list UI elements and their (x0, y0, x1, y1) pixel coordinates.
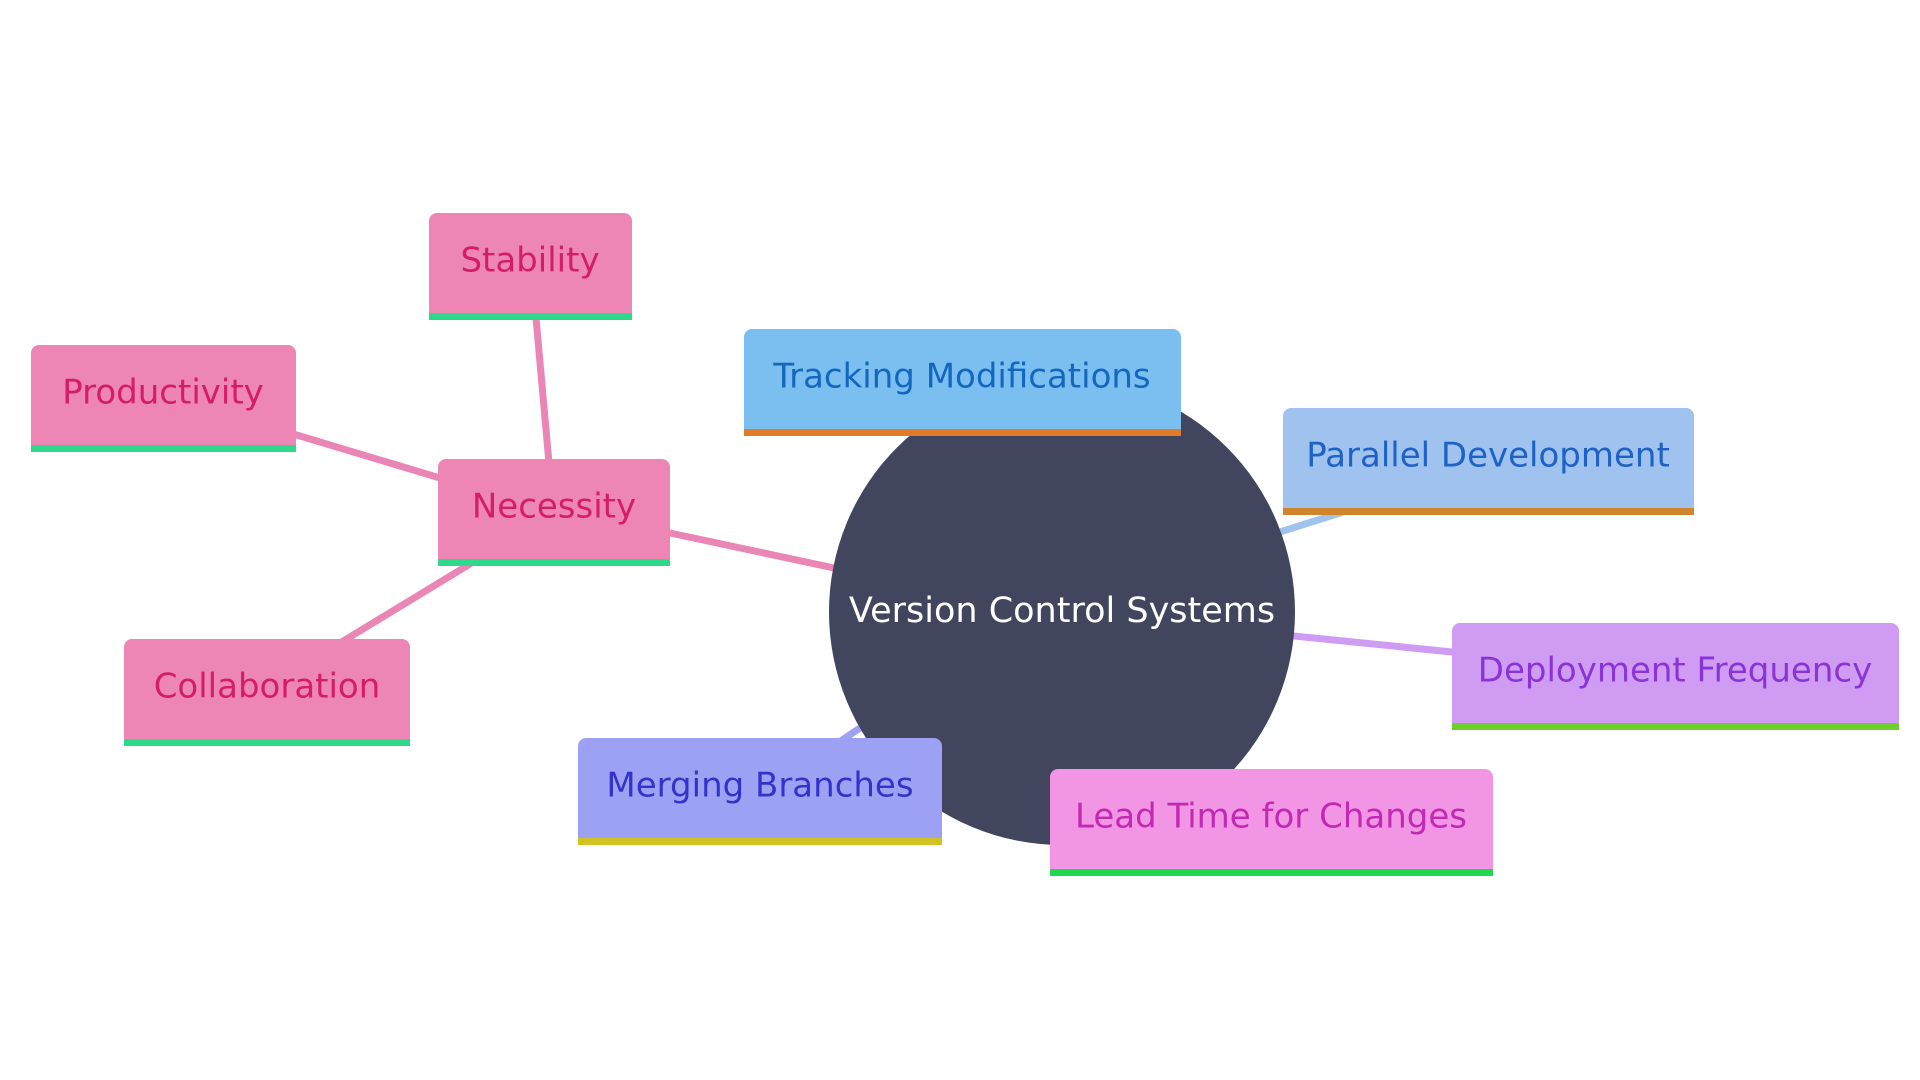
node-merging-box (578, 738, 942, 845)
node-merging-label: Merging Branches (606, 766, 913, 806)
edge-necessity-productivity (286, 429, 444, 482)
edge-root-deployment (1290, 632, 1456, 656)
node-parallel-box (1283, 408, 1694, 515)
node-leadtime-label: Lead Time for Changes (1075, 797, 1467, 837)
node-collaboration-label: Collaboration (154, 667, 381, 707)
node-leadtime-box (1050, 769, 1493, 876)
node-productivity-box (31, 345, 296, 452)
node-stability-label: Stability (460, 241, 599, 281)
node-deployment-underline (1452, 723, 1899, 730)
node-leadtime: Lead Time for Changes (1050, 769, 1493, 876)
node-productivity: Productivity (31, 345, 296, 452)
node-stability-underline (429, 313, 632, 320)
node-parallel-label: Parallel Development (1306, 436, 1670, 476)
node-deployment-box (1452, 623, 1899, 730)
root-circle (829, 379, 1295, 845)
node-productivity-label: Productivity (62, 373, 264, 413)
node-tracking: Tracking Modifications (744, 329, 1181, 436)
node-merging: Merging Branches (578, 738, 942, 845)
edge-root-necessity (666, 529, 838, 572)
node-necessity-underline (438, 559, 670, 566)
node-necessity-label: Necessity (472, 487, 636, 527)
node-tracking-label: Tracking Modifications (772, 357, 1150, 397)
root-node: Version Control Systems (829, 379, 1295, 845)
node-stability: Stability (429, 213, 632, 320)
edge-necessity-stability (532, 314, 553, 467)
edges (286, 314, 1456, 744)
node-collaboration: Collaboration (124, 639, 410, 746)
node-parallel: Parallel Development (1283, 408, 1694, 515)
node-leadtime-underline (1050, 869, 1493, 876)
node-collaboration-underline (124, 739, 410, 746)
node-deployment: Deployment Frequency (1452, 623, 1899, 730)
node-tracking-box (744, 329, 1181, 436)
node-productivity-underline (31, 445, 296, 452)
node-necessity: Necessity (438, 459, 670, 566)
node-necessity-box (438, 459, 670, 566)
node-parallel-underline (1283, 508, 1694, 515)
node-stability-box (429, 213, 632, 320)
node-collaboration-box (124, 639, 410, 746)
node-merging-underline (578, 838, 942, 845)
node-tracking-underline (744, 429, 1181, 436)
edge-root-parallel (1276, 508, 1347, 536)
edge-necessity-collaboration (336, 560, 474, 647)
root-label: Version Control Systems (849, 591, 1275, 631)
node-deployment-label: Deployment Frequency (1478, 651, 1872, 691)
